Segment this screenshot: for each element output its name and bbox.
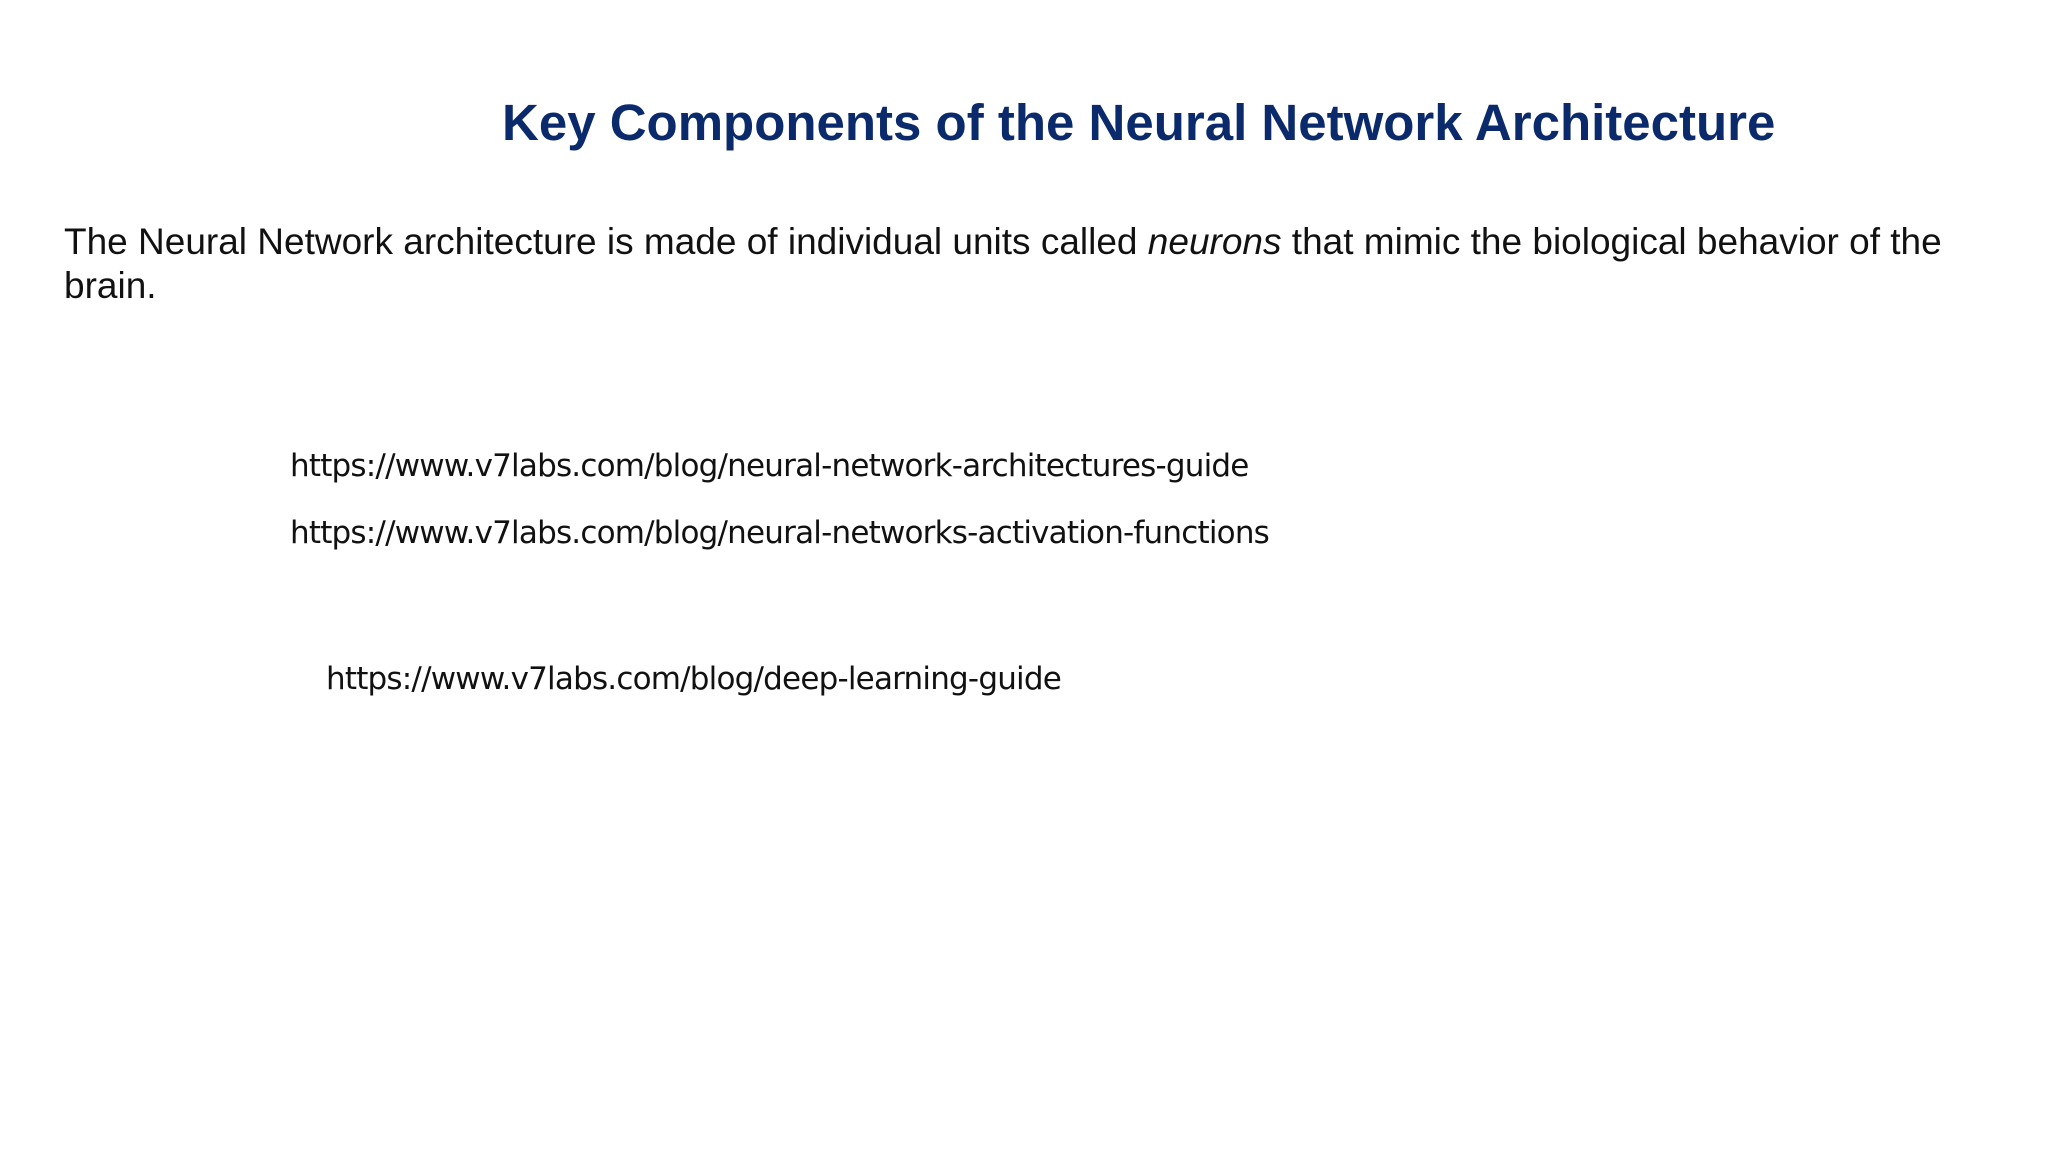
intro-emphasis: neurons (1147, 221, 1282, 262)
slide-title: Key Components of the Neural Network Arc… (502, 94, 1776, 151)
intro-text-end: that mimic the biological behavior of th… (64, 221, 1942, 306)
link-neural-network-architectures-guide[interactable]: https://www.v7labs.com/blog/neural-netwo… (290, 448, 1249, 484)
link-deep-learning-guide[interactable]: https://www.v7labs.com/blog/deep-learnin… (326, 661, 1062, 697)
intro-paragraph: The Neural Network architecture is made … (64, 220, 1984, 308)
intro-text-start: The Neural Network architecture is made … (64, 221, 1148, 262)
link-neural-networks-activation-functions[interactable]: https://www.v7labs.com/blog/neural-netwo… (290, 515, 1270, 551)
